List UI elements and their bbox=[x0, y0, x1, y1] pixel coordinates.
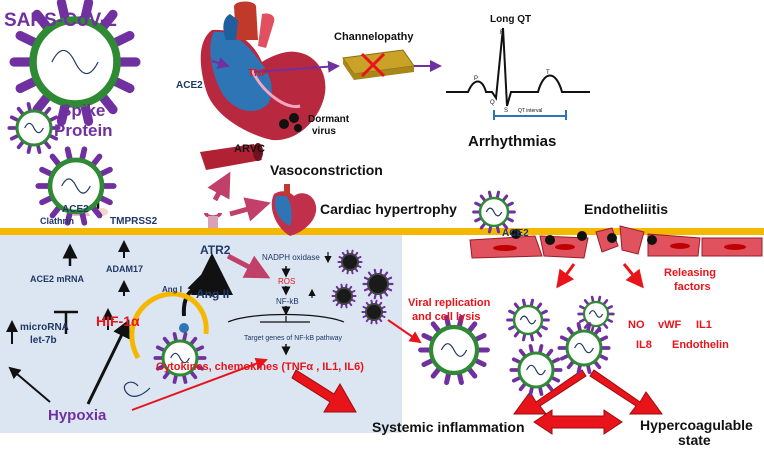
virus-icon bbox=[577, 295, 615, 333]
factor-vwf: vWF bbox=[658, 319, 682, 331]
ecg-interval: QT interval bbox=[518, 108, 542, 114]
virus-icon bbox=[506, 298, 550, 342]
virus-icon bbox=[472, 190, 516, 234]
endosome bbox=[123, 291, 209, 397]
heart-illustration bbox=[200, 1, 326, 141]
cell-membrane bbox=[0, 228, 764, 235]
title: SARS-CoV-2 bbox=[4, 10, 117, 31]
factor-il1: IL1 bbox=[696, 319, 712, 331]
systemic-inflammation-label: Systemic inflammation bbox=[372, 419, 525, 435]
virus-icon bbox=[153, 332, 207, 384]
cardiac-hypertrophy-label: Cardiac hypertrophy bbox=[320, 201, 457, 217]
ecg-trace bbox=[446, 27, 590, 120]
clathrin-label: Clathrin bbox=[40, 216, 74, 226]
nfkb-label: NF-kB bbox=[276, 297, 299, 306]
factor-endothelin: Endothelin bbox=[672, 339, 729, 351]
hypercoagulable-line2: state bbox=[678, 432, 711, 446]
viral-replication-line1: Viral replication bbox=[408, 297, 491, 309]
block-arrows bbox=[291, 369, 663, 435]
blood-vessel bbox=[200, 143, 263, 170]
virus-icon bbox=[9, 0, 141, 126]
virus-icon bbox=[7, 102, 61, 154]
ion-channel-membrane bbox=[342, 49, 415, 80]
arrhythmias-label: Arrhythmias bbox=[468, 133, 556, 150]
virus-icon bbox=[361, 299, 387, 325]
factor-il8: IL8 bbox=[636, 339, 652, 351]
virus-icon bbox=[418, 314, 490, 386]
ang2-label: Ang II bbox=[196, 287, 229, 301]
nadph-label: NADPH oxidase bbox=[262, 253, 320, 262]
ang1-label: Ang I bbox=[162, 285, 182, 294]
ace2-endo-label: ACE2 bbox=[502, 228, 529, 239]
ecg-p: P bbox=[474, 76, 478, 82]
hypoxia-label: Hypoxia bbox=[48, 407, 107, 424]
connector-arrows bbox=[5, 57, 644, 411]
spike-label-line2: Protein bbox=[54, 121, 113, 140]
factor-no: NO bbox=[628, 319, 645, 331]
arvc-label: ARVC bbox=[234, 143, 265, 155]
microrna-line2: let-7b bbox=[30, 335, 57, 346]
hif-label: HIF-1α bbox=[96, 313, 140, 329]
tmprss2-label: TMPRSS2 bbox=[110, 216, 158, 227]
virus-icon bbox=[362, 268, 394, 300]
channelopathy-label: Channelopathy bbox=[334, 31, 414, 43]
virus-icon bbox=[557, 322, 611, 374]
dormant-label-line1: Dormant bbox=[308, 114, 350, 125]
spike-label-line1: Spike bbox=[60, 101, 105, 120]
releasing-factors-line2: factors bbox=[674, 281, 711, 293]
viral-replication-line2: and cell lysis bbox=[412, 311, 480, 323]
small-heart-illustration bbox=[271, 184, 317, 236]
releasing-factors-line1: Releasing bbox=[664, 267, 716, 279]
cytokines-label: Cytokines, chemokines (TNFα , IL1, IL6) bbox=[156, 361, 364, 373]
virus-icon bbox=[331, 283, 357, 309]
ace2-mrna-label: ACE2 mRNA bbox=[30, 274, 85, 284]
ecg-s: S bbox=[504, 108, 508, 114]
dormant-label-line2: virus bbox=[312, 126, 336, 137]
target-genes-label: Target genes of NF-kB pathway bbox=[244, 335, 343, 342]
hypercoagulable-line1: Hypercoagulable bbox=[640, 417, 753, 433]
microrna-line1: microRNA bbox=[20, 322, 69, 333]
ecg-q: Q bbox=[490, 100, 495, 106]
dormant-virus-icons bbox=[279, 113, 657, 245]
virus-icon bbox=[35, 146, 117, 226]
ecg-title: Long QT bbox=[490, 14, 531, 25]
ecg-t: T bbox=[546, 70, 550, 76]
ecg-r: R bbox=[500, 30, 505, 36]
virus-icon bbox=[337, 249, 363, 275]
cell-ace2-label: ACE2 bbox=[62, 204, 89, 215]
endotheliitis-label: Endotheliitis bbox=[584, 201, 668, 217]
vasoconstriction-label: Vasoconstriction bbox=[270, 162, 383, 178]
tnf-label: TNF bbox=[248, 68, 267, 79]
atr2-label: ATR2 bbox=[200, 243, 231, 257]
ros-label: ROS bbox=[278, 277, 295, 286]
virus-particles bbox=[7, 0, 615, 396]
adam17-label: ADAM17 bbox=[106, 264, 143, 274]
ace2-heart-label: ACE2 bbox=[176, 80, 203, 91]
virus-icon bbox=[509, 344, 563, 396]
